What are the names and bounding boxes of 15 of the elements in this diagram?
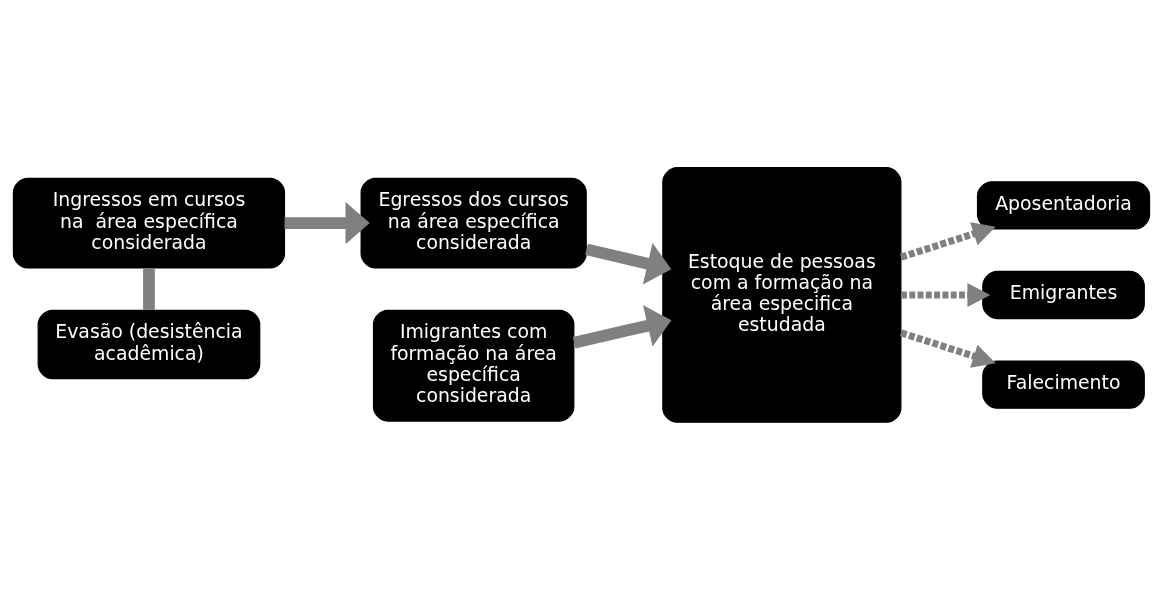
arrow xyxy=(284,201,370,245)
node-box: Evasão (desistência acadêmica) xyxy=(37,309,261,380)
node-box: Aposentadoria xyxy=(976,181,1151,230)
node-box: Ingressos em cursos na área específica considerada xyxy=(12,177,286,269)
node-box: Emigrantes xyxy=(982,270,1145,320)
node-box: Falecimento xyxy=(982,360,1145,409)
arrow xyxy=(585,243,672,285)
node-box: Imigrantes com formação na área específica considerada xyxy=(372,309,575,422)
arrow xyxy=(900,329,996,368)
node-box: Estoque de pessoas com a formação na área especifica estudada xyxy=(662,167,902,423)
arrow xyxy=(901,282,991,308)
arrow xyxy=(900,222,996,261)
connector xyxy=(143,268,155,310)
arrow xyxy=(572,305,672,349)
node-box: Egressos dos cursos na área específica considerada xyxy=(360,177,587,269)
